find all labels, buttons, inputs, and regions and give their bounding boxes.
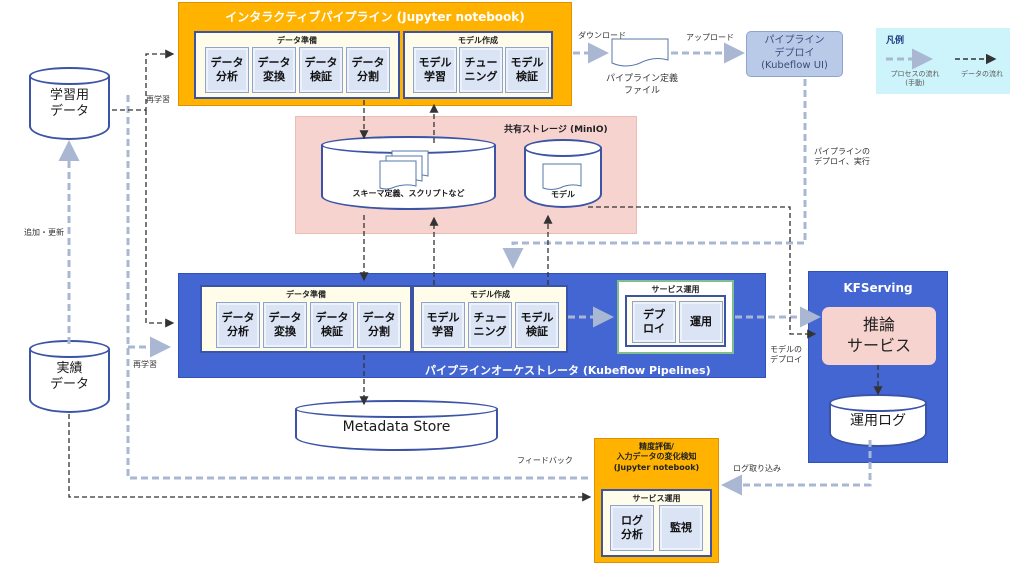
step-model-training[interactable]: モデル 学習 xyxy=(421,302,465,348)
group-title: モデル作成 xyxy=(458,36,498,45)
actual-data-label: 実績 データ xyxy=(49,361,89,393)
upload-label: アップロード xyxy=(686,33,734,42)
legend-process-flow: プロセスの流れ (手動) xyxy=(890,70,940,87)
model-deploy-label: モデルの デプロイ xyxy=(770,345,802,365)
model-store-label: モデル xyxy=(551,190,575,199)
orchestrator-title: パイプラインオーケストレータ (Kubeflow Pipelines) xyxy=(425,364,711,377)
documents-stack-icon xyxy=(379,150,429,190)
training-data-store[interactable]: 学習用 データ xyxy=(29,67,110,140)
schema-script-label: スキーマ定義、スクリプトなど xyxy=(352,189,465,198)
step-deploy[interactable]: デプ ロイ xyxy=(632,301,676,343)
step-data-transform[interactable]: データ 変換 xyxy=(263,302,307,348)
legend-title: 凡例 xyxy=(886,36,905,46)
log-ingest-label: ログ取り込み xyxy=(733,464,781,473)
step-model-validation[interactable]: モデル 検証 xyxy=(515,302,559,348)
metadata-store[interactable]: Metadata Store xyxy=(295,400,498,451)
step-model-training[interactable]: モデル 学習 xyxy=(413,47,457,93)
group-title: サービス運用 xyxy=(651,285,700,294)
orchestrator-data-prep-group: データ準備 データ 分析 データ 変換 データ 検証 データ 分割 xyxy=(200,285,412,353)
interactive-pipeline-title: インタラクティブパイプライン (Jupyter notebook) xyxy=(225,10,525,24)
download-label: ダウンロード xyxy=(578,31,626,40)
step-data-split[interactable]: データ 分割 xyxy=(357,302,401,348)
legend-data-flow: データの流れ xyxy=(961,70,1003,78)
inference-service-label: 推論 サービス xyxy=(846,315,911,355)
retrain-top-label: 再学習 xyxy=(146,95,170,104)
step-data-analysis[interactable]: データ 分析 xyxy=(216,302,260,348)
model-document-icon xyxy=(542,163,582,190)
deploy-run-label: パイプラインの デプロイ、実行 xyxy=(814,147,870,167)
ops-log-store[interactable]: 運用ログ xyxy=(829,394,927,447)
step-tuning[interactable]: チュー ニング xyxy=(468,302,512,348)
group-title: サービス運用 xyxy=(632,494,681,503)
evaluation-title: 精度評価/ 入力データの変化検知 (Jupyter notebook) xyxy=(613,442,700,472)
step-monitoring[interactable]: 監視 xyxy=(659,505,703,551)
model-store[interactable]: モデル xyxy=(524,139,602,208)
orchestrator-service-ops-group: サービス運用 デプ ロイ 運用 xyxy=(617,280,734,354)
actual-data-store[interactable]: 実績 データ xyxy=(29,340,110,413)
step-log-analysis[interactable]: ログ 分析 xyxy=(610,505,654,551)
evaluation-service-ops-group: サービス運用 ログ 分析 監視 xyxy=(601,489,712,557)
step-operation[interactable]: 運用 xyxy=(679,301,723,343)
metadata-store-label: Metadata Store xyxy=(342,419,451,435)
step-data-split[interactable]: データ 分割 xyxy=(346,47,390,93)
service-ops-inner: デプ ロイ 運用 xyxy=(625,295,726,347)
group-title: データ準備 xyxy=(286,290,326,299)
inference-service[interactable]: 推論 サービス xyxy=(822,307,936,365)
step-data-transform[interactable]: データ 変換 xyxy=(252,47,296,93)
document-icon xyxy=(611,38,669,67)
kfserving-title: KFServing xyxy=(843,281,913,295)
orchestrator-model-build-group: モデル作成 モデル 学習 チュー ニング モデル 検証 xyxy=(412,285,568,353)
step-data-validation[interactable]: データ 検証 xyxy=(310,302,354,348)
feedback-label: フィードバック xyxy=(517,456,573,465)
step-data-validation[interactable]: データ 検証 xyxy=(299,47,343,93)
shared-storage-title: 共有ストレージ (MinIO) xyxy=(504,125,608,135)
add-update-label: 追加・更新 xyxy=(24,228,64,237)
pipeline-deploy-box[interactable]: パイプライン デプロイ (Kubeflow UI) xyxy=(746,31,843,77)
interactive-data-prep-group: データ準備 データ 分析 データ 変換 データ 検証 データ 分割 xyxy=(194,31,400,99)
step-tuning[interactable]: チュー ニング xyxy=(459,47,503,93)
pipeline-def-label: パイプライン定義 ファイル xyxy=(606,74,679,96)
pipeline-deploy-label: パイプライン デプロイ (Kubeflow UI) xyxy=(761,35,828,72)
training-data-label: 学習用 データ xyxy=(49,88,89,120)
step-model-validation[interactable]: モデル 検証 xyxy=(505,47,549,93)
ops-log-label: 運用ログ xyxy=(850,413,906,429)
interactive-model-build-group: モデル作成 モデル 学習 チュー ニング モデル 検証 xyxy=(403,31,553,99)
retrain-mid-label: 再学習 xyxy=(133,360,157,369)
group-title: データ準備 xyxy=(277,36,317,45)
group-title: モデル作成 xyxy=(470,290,510,299)
step-data-analysis[interactable]: データ 分析 xyxy=(205,47,249,93)
